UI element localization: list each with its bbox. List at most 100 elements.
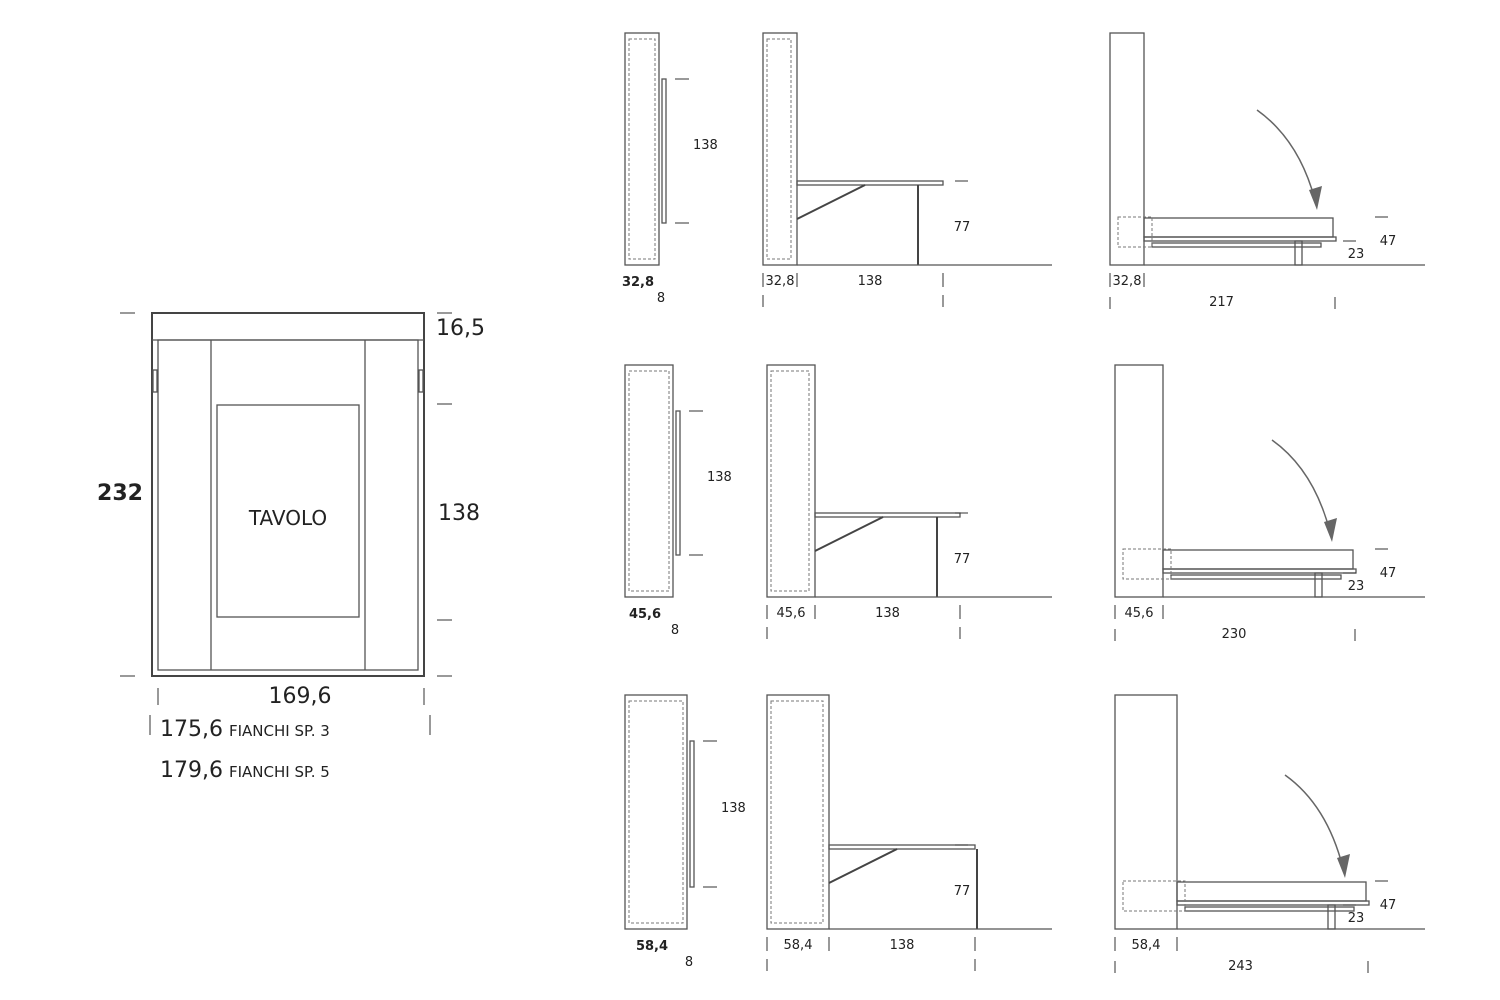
table-length-dimension: 138 (721, 801, 746, 816)
depth-dimension: 32,8 (622, 275, 654, 290)
bed-slats (1151, 242, 1322, 248)
width-sp5-row: 179,6 FIANCHI SP. 5 (160, 758, 330, 783)
table-panel (216, 404, 360, 618)
bed-foot (1314, 572, 1323, 598)
table-length-dimension: 138 (693, 138, 718, 153)
table-height-dimension: 77 (954, 884, 971, 899)
bed-base (1143, 236, 1337, 242)
bed-length-dimension: 230 (1222, 627, 1247, 642)
width-sp5-note: FIANCHI SP. 5 (229, 763, 330, 781)
hidden-frame (766, 38, 792, 260)
width-sp3-row: 175,6 FIANCHI SP. 3 (160, 717, 330, 742)
bed-clearance-dimension: 23 (1348, 579, 1365, 594)
bed-clearance-dimension: 23 (1348, 247, 1365, 262)
width-sp3-note: FIANCHI SP. 3 (229, 722, 330, 740)
hidden-bed-frame (1122, 548, 1172, 580)
mattress (1143, 217, 1334, 238)
bed-foot (1294, 240, 1303, 266)
cabinet-side (624, 694, 688, 930)
folded-table (661, 78, 667, 224)
closed-view: 138 45,6 8 (624, 364, 732, 638)
arrowhead-icon (1337, 854, 1350, 878)
width-sp5: 179,6 (160, 758, 223, 783)
cabinet-side (624, 32, 660, 266)
table-open-view: 77 58,4 138 (766, 694, 1052, 971)
bed-length-dimension: 217 (1209, 295, 1234, 310)
panel-dimension: 8 (685, 955, 693, 970)
depth-dimension: 32,8 (1113, 274, 1142, 289)
table-brace (796, 184, 866, 220)
bed-base (1176, 900, 1370, 906)
table-top (828, 844, 976, 850)
side-view-row-3: 138 58,4 8 77 58,4 138 47 23 58,4 243 (624, 694, 1425, 974)
bed-length-dimension: 243 (1228, 959, 1253, 974)
depth-dimension: 45,6 (629, 607, 661, 622)
table-open-view: 77 45,6 138 (766, 364, 1052, 639)
width-sp3: 175,6 (160, 717, 223, 742)
bed-open-view: 47 23 32,8 217 (1109, 32, 1425, 310)
panel-dimension: 8 (671, 623, 679, 638)
cabinet-side (766, 364, 816, 598)
table-length-dimension: 138 (707, 470, 732, 485)
arrowhead-icon (1324, 518, 1337, 542)
bed-clearance-dimension: 23 (1348, 911, 1365, 926)
top-band-dimension: 16,5 (436, 316, 485, 341)
table-open-view: 77 32,8 138 (762, 32, 1052, 307)
mattress (1176, 881, 1367, 902)
cabinet-side (624, 364, 674, 598)
hidden-frame (628, 700, 684, 924)
mattress (1162, 549, 1354, 570)
depth-dimension: 32,8 (766, 274, 795, 289)
folded-table (689, 740, 695, 888)
hidden-frame (628, 370, 670, 592)
side-view-row-2: 138 45,6 8 77 45,6 138 47 23 45,6 230 (624, 364, 1425, 642)
closed-view: 138 58,4 8 (624, 694, 746, 970)
left-hinge (152, 369, 158, 393)
bed-height-dimension: 47 (1380, 898, 1397, 913)
table-length-dimension: 138 (890, 938, 915, 953)
cabinet-outline (151, 312, 425, 677)
table-top (796, 180, 944, 186)
depth-dimension: 58,4 (1132, 938, 1161, 953)
door-frame (157, 339, 419, 671)
depth-dimension: 45,6 (777, 606, 806, 621)
table-brace (828, 848, 898, 884)
closed-view: 138 32,88 (622, 32, 718, 306)
depth-dimension: 58,4 (784, 938, 813, 953)
height-dimension: 232 (97, 481, 143, 506)
cabinet-side (1109, 32, 1145, 266)
table-length-dimension: 138 (858, 274, 883, 289)
fold-arrow-icon (1256, 109, 1316, 201)
cabinet-side (762, 32, 798, 266)
hidden-frame (628, 38, 656, 260)
hidden-bed-frame (1122, 880, 1186, 912)
bed-open-view: 47 23 45,6 230 (1114, 364, 1425, 642)
cabinet-side (766, 694, 830, 930)
inner-width-dimension: 169,6 (269, 684, 332, 709)
folded-table (675, 410, 681, 556)
table-height-dimension: 77 (954, 220, 971, 235)
bed-slats (1184, 906, 1355, 912)
cabinet-side (1114, 694, 1178, 930)
depth-dimension: 45,6 (1125, 606, 1154, 621)
bed-height-dimension: 47 (1380, 234, 1397, 249)
cabinet-side (1114, 364, 1164, 598)
table-height-dimension: 77 (954, 552, 971, 567)
hidden-frame (770, 370, 810, 592)
fold-arrow-icon (1284, 774, 1344, 869)
depth-dimension: 58,4 (636, 939, 668, 954)
bed-open-view: 47 23 58,4 243 (1114, 694, 1425, 974)
bed-height-dimension: 47 (1380, 566, 1397, 581)
table-length-dimension: 138 (875, 606, 900, 621)
hidden-bed-frame (1117, 216, 1153, 248)
table-height-dimension: 138 (438, 501, 480, 526)
fold-arrow-icon (1271, 439, 1331, 533)
arrowhead-icon (1309, 186, 1322, 210)
table-top (814, 512, 961, 518)
table-label: TAVOLO (248, 506, 327, 530)
panel-dimension: 8 (657, 291, 665, 306)
